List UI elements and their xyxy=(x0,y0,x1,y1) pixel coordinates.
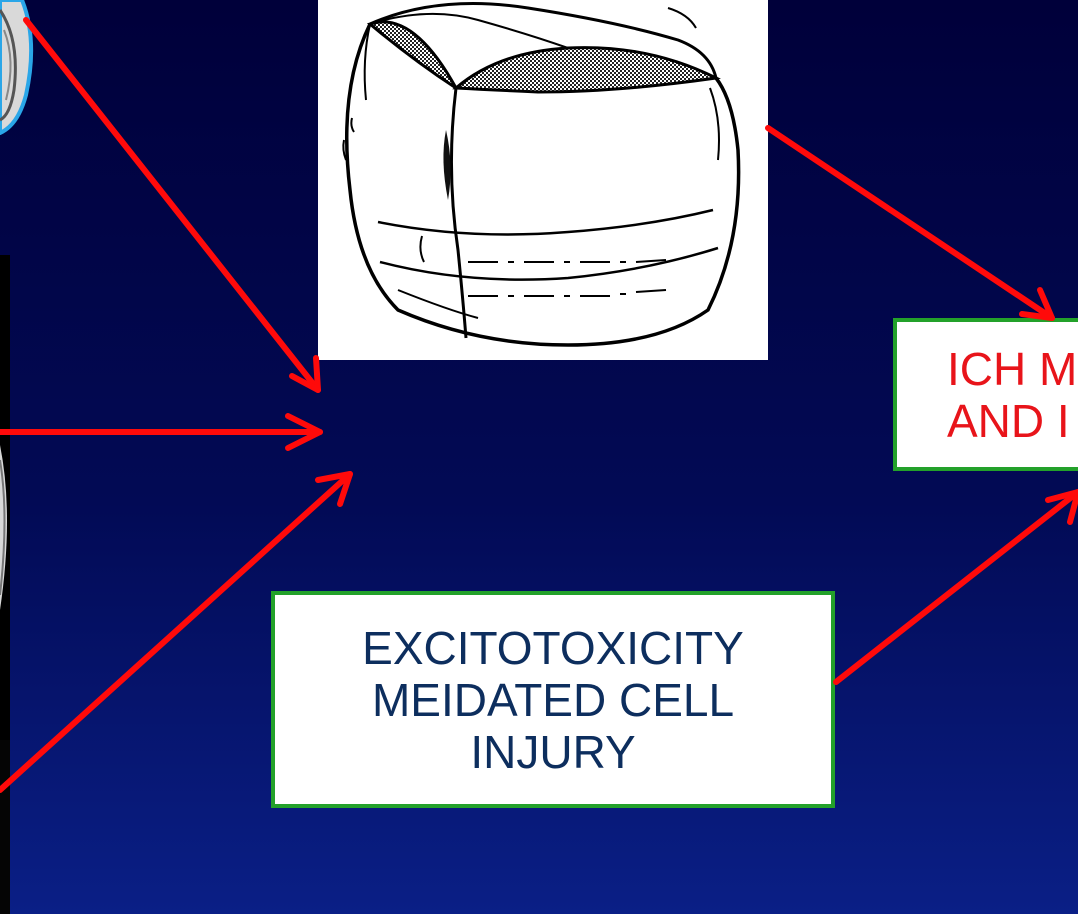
arrow-drawing-to-ich xyxy=(768,128,1052,318)
brain-scan-fragment-middle xyxy=(0,255,10,740)
ich-box: ICH M AND I xyxy=(893,318,1078,471)
excitotoxicity-line-2: MEIDATED CELL xyxy=(372,674,734,726)
arrow-excito-to-ich xyxy=(836,492,1078,682)
arrow-from-top-image xyxy=(26,20,318,390)
ich-line-1: ICH M xyxy=(947,343,1077,395)
excitotoxicity-line-1: EXCITOTOXICITY xyxy=(362,622,744,674)
arrow-from-bottom-image-head xyxy=(318,474,350,504)
brain-scan-fragment-bottom xyxy=(0,740,10,914)
arrow-from-middle-image-head xyxy=(288,416,320,448)
excitotoxicity-box: EXCITOTOXICITY MEIDATED CELL INJURY xyxy=(271,591,835,808)
arrow-drawing-to-ich-head xyxy=(1022,290,1052,318)
arrow-from-top-image-head xyxy=(292,358,318,390)
ich-line-2: AND I xyxy=(947,395,1070,447)
tissue-block-drawing xyxy=(318,0,768,360)
arrow-excito-to-ich-head xyxy=(1048,492,1078,522)
brain-scan-fragment-top xyxy=(0,0,34,135)
excitotoxicity-line-3: INJURY xyxy=(470,726,635,778)
